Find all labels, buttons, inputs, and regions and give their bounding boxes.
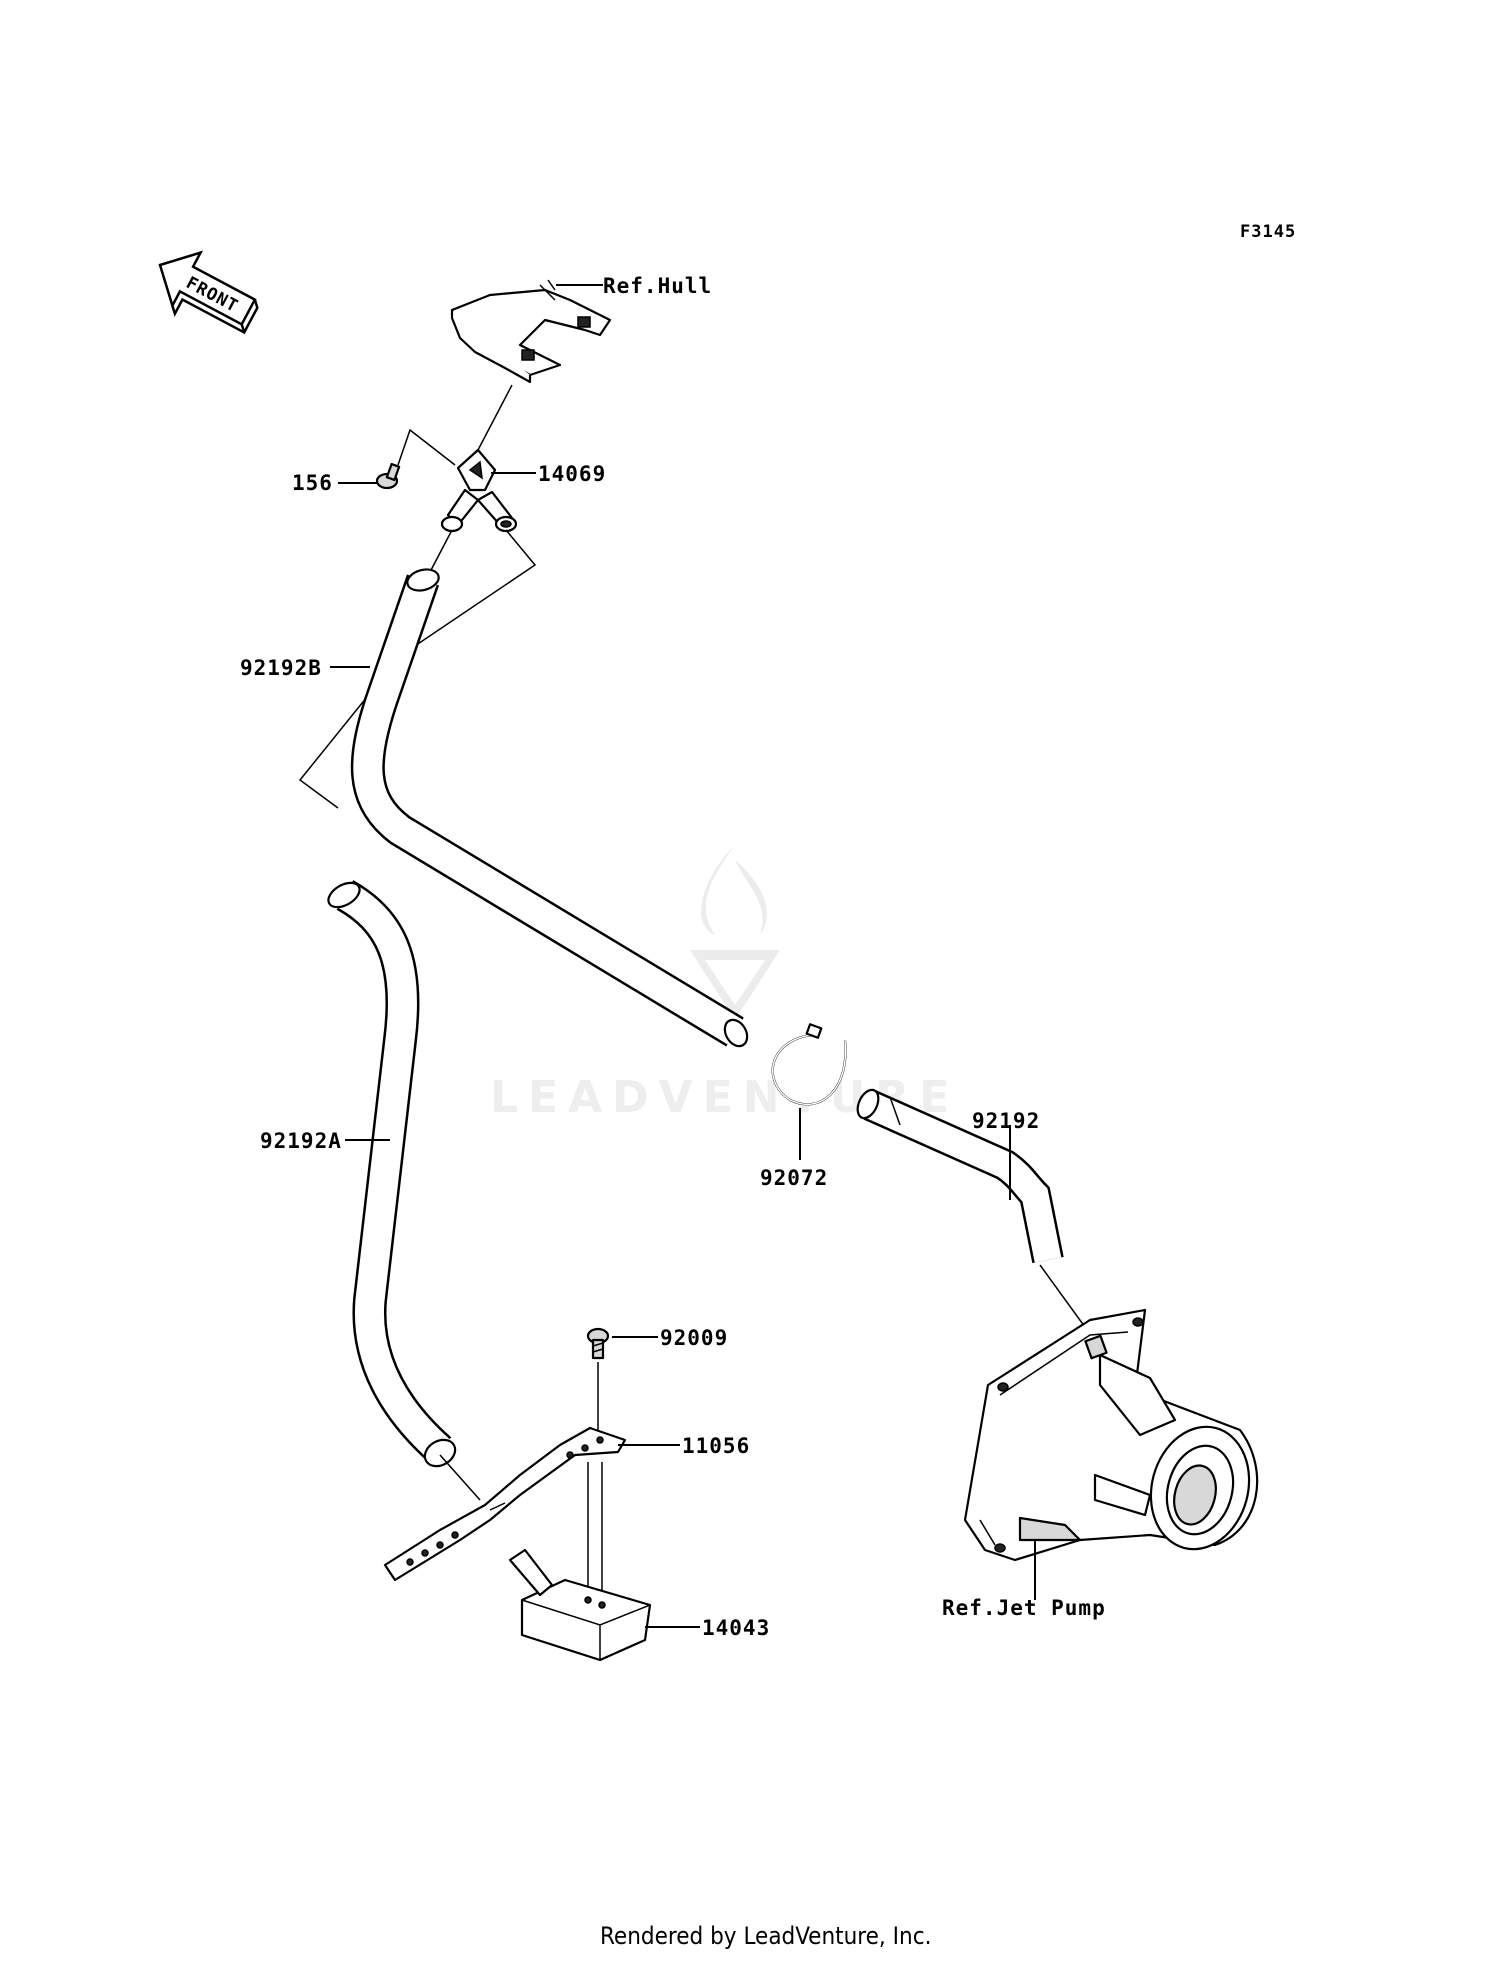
front-arrow-icon: FRONT — [158, 250, 259, 335]
filter-14043 — [508, 1548, 652, 1662]
t-fitting — [440, 448, 518, 533]
hose-92192B — [350, 568, 749, 1048]
callout-11056: 11056 — [682, 1434, 750, 1458]
diagram-code: F3145 — [1240, 222, 1296, 242]
callout-ref-jet-pump: Ref.Jet Pump — [942, 1596, 1106, 1620]
hose-92192 — [856, 1088, 1064, 1264]
jet-pump — [963, 1308, 1259, 1562]
callout-14069: 14069 — [538, 462, 606, 486]
callout-156: 156 — [292, 471, 333, 495]
callout-92192B: 92192B — [240, 656, 322, 680]
callout-92192: 92192 — [972, 1109, 1040, 1133]
hose-92192A — [327, 880, 457, 1468]
callout-14043: 14043 — [702, 1616, 770, 1640]
callout-ref-hull: Ref.Hull — [603, 274, 712, 298]
clamp-92072 — [771, 1023, 847, 1106]
callout-92009: 92009 — [660, 1326, 728, 1350]
screw-92009 — [586, 1327, 610, 1360]
hull-bracket — [450, 279, 612, 384]
bracket-11056 — [383, 1426, 627, 1582]
footer-credit: Rendered by LeadVenture, Inc. — [600, 1922, 931, 1950]
callout-92072: 92072 — [760, 1166, 828, 1190]
screw-156 — [375, 462, 401, 490]
leadventure-watermark: LEADVENTURE — [490, 845, 949, 1123]
callout-92192A: 92192A — [260, 1129, 342, 1153]
